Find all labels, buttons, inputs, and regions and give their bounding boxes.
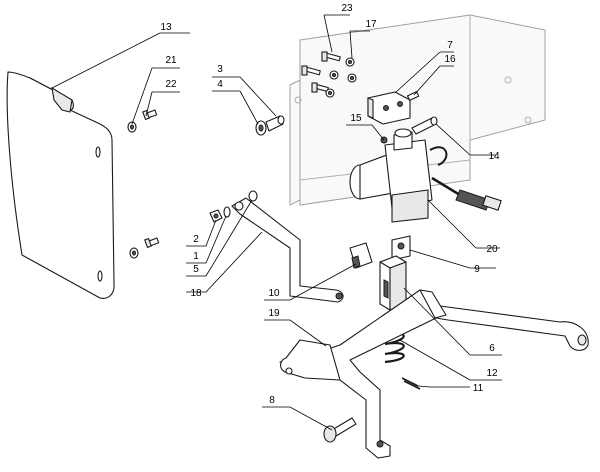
callout-label-5: 5	[193, 264, 199, 275]
callout-label-1: 1	[193, 251, 199, 262]
callout-label-22: 22	[165, 79, 177, 90]
callout-label-10: 10	[268, 288, 280, 299]
callout-label-16: 16	[444, 54, 456, 65]
callout-label-15: 15	[350, 113, 362, 124]
screw-16	[406, 91, 420, 101]
callout-label-2: 2	[193, 234, 199, 245]
callout-label-4: 4	[217, 79, 223, 90]
callout-label-11: 11	[473, 383, 484, 394]
washer-lower	[129, 247, 139, 259]
callout-label-9: 9	[474, 264, 480, 275]
shield-plate	[6, 71, 115, 299]
lever-arm-18	[231, 197, 344, 303]
callout-label-8: 8	[269, 395, 275, 406]
callout-labels: 13 21 22 3 4 23 17 7 16 15 14 2 1 5 18 2…	[160, 3, 500, 406]
callout-leaders	[51, 14, 502, 431]
pedal-frame-19	[279, 289, 589, 459]
callout-label-17: 17	[365, 19, 377, 30]
callout-label-6: 6	[489, 343, 495, 354]
washer-1	[223, 206, 231, 218]
clevis-9	[391, 235, 411, 261]
callout-label-12: 12	[486, 368, 498, 379]
callout-label-23: 23	[341, 3, 353, 14]
callout-label-21: 21	[165, 55, 177, 66]
cotter-pin-11	[401, 377, 421, 390]
callout-label-20: 20	[486, 244, 498, 255]
screw-lower	[144, 237, 160, 249]
callout-label-7: 7	[447, 40, 453, 51]
guide-block-6	[379, 255, 407, 311]
actuator-motor-20	[349, 128, 502, 223]
callout-label-19: 19	[268, 308, 280, 319]
switch-10	[349, 242, 373, 269]
bracket-7	[367, 91, 411, 125]
bushing-3	[265, 115, 285, 132]
callout-label-3: 3	[217, 64, 223, 75]
washer-5	[248, 190, 258, 202]
screw-22	[142, 109, 158, 121]
washer-4	[255, 120, 267, 136]
bolt-cluster-23-17	[301, 51, 357, 98]
callout-label-18: 18	[190, 288, 202, 299]
callout-label-13: 13	[160, 22, 172, 33]
washer-21	[127, 121, 137, 133]
nut-2	[209, 209, 223, 223]
callout-label-14: 14	[488, 151, 500, 162]
pin-knob-8	[323, 417, 357, 443]
